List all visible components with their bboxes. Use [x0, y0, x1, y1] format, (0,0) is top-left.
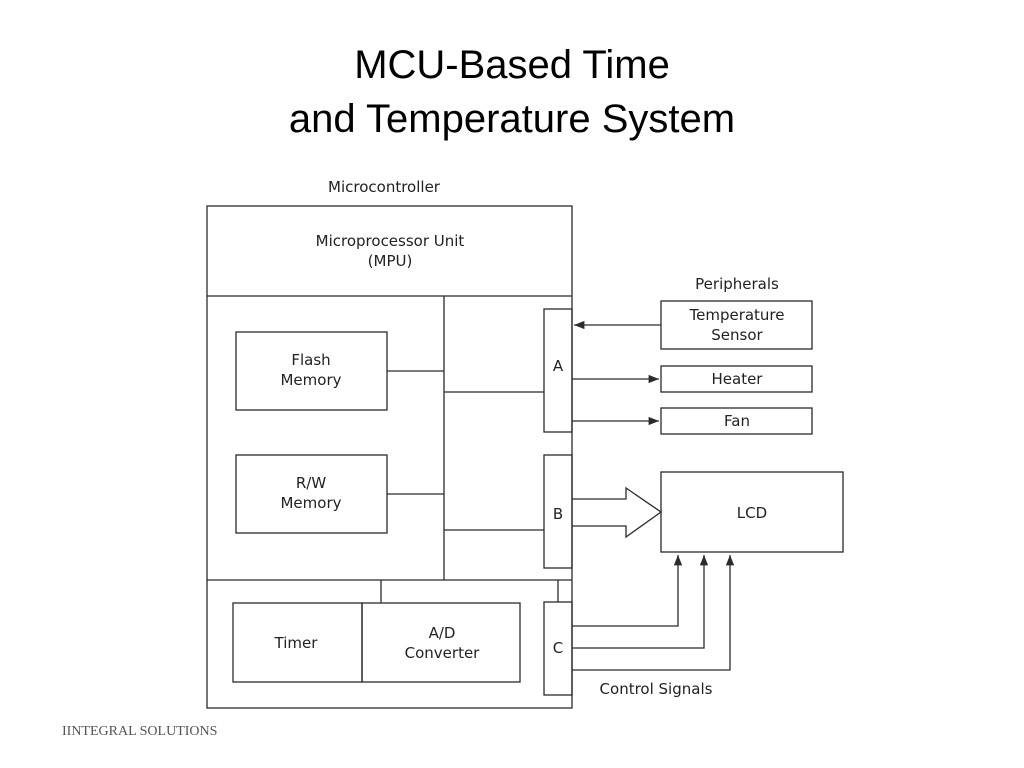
- flash-label-line-2: Memory: [280, 371, 341, 389]
- rw-label-line-1: R/W: [296, 474, 326, 492]
- control-signal-2: [572, 555, 709, 649]
- port-c-label: C: [553, 639, 563, 657]
- control-signal-1: [572, 555, 683, 627]
- control-signals-label: Control Signals: [600, 680, 713, 698]
- adc-label-line-2: Converter: [405, 644, 481, 662]
- microcontroller-label: Microcontroller: [328, 178, 441, 196]
- heater-label: Heater: [712, 370, 764, 388]
- mpu-label-line-1: Microprocessor Unit: [316, 232, 465, 250]
- port-b-box: [543, 454, 573, 569]
- lcd-label: LCD: [737, 504, 767, 522]
- port-b-bus-arrow: [572, 486, 663, 539]
- temperature-sensor-label-line-1: Temperature: [688, 306, 784, 324]
- fan-box: [660, 407, 813, 435]
- temperature-sensor-label-line-2: Sensor: [711, 326, 763, 344]
- flash-label-line-1: Flash: [291, 351, 330, 369]
- timer-label: Timer: [274, 634, 319, 652]
- heater-box: [660, 365, 813, 393]
- adc-label-line-1: A/D: [429, 624, 456, 642]
- slide-title: MCU-Based Time and Temperature System: [0, 38, 1024, 146]
- port-a-label: A: [553, 357, 564, 375]
- mpu-label-line-2: (MPU): [368, 252, 413, 270]
- control-signal-3: [572, 555, 735, 671]
- footer-text: IINTEGRAL SOLUTIONS: [62, 724, 218, 739]
- microcontroller-box: [206, 205, 573, 709]
- slide-title-line-1: MCU-Based Time: [354, 43, 670, 87]
- slide-title-line-2: and Temperature System: [288, 97, 736, 141]
- port-a-box: [543, 308, 573, 433]
- peripherals-label: Peripherals: [695, 275, 779, 293]
- rw-label-line-2: Memory: [280, 494, 341, 512]
- fan-label: Fan: [724, 412, 750, 430]
- port-b-label: B: [553, 505, 563, 523]
- adc-box: [361, 602, 521, 683]
